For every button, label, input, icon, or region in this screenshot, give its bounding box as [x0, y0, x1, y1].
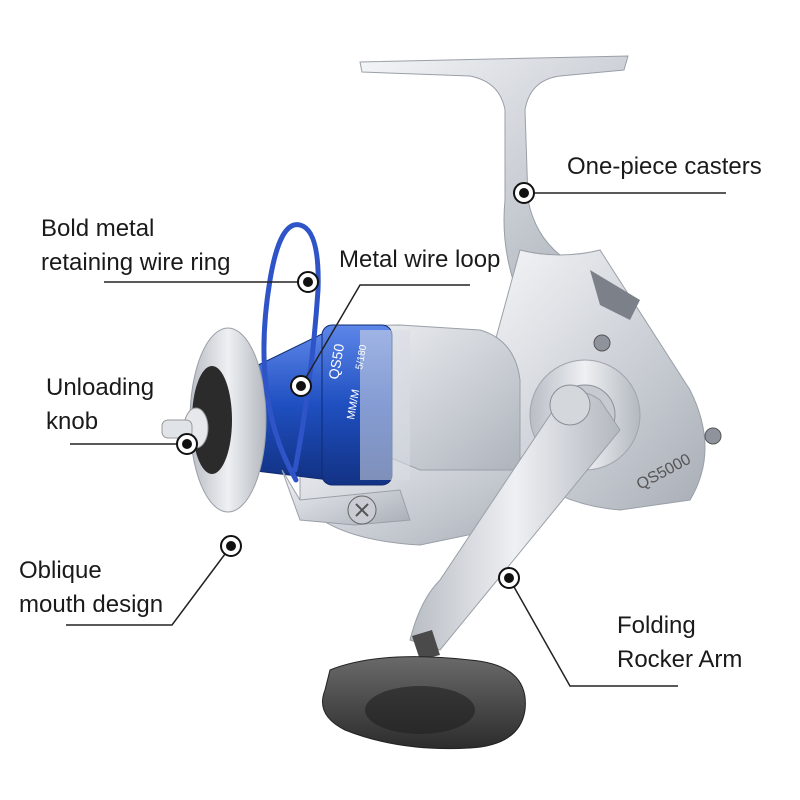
unloading-knob-dot	[176, 433, 198, 455]
spool-capacity-info: 5/180	[354, 344, 369, 371]
oblique-mouth-label-line2: mouth design	[19, 591, 164, 618]
retaining-ring-label-line1: Bold metal	[41, 215, 155, 242]
wire-loop-label-text: Metal wire loop	[339, 246, 501, 273]
unloading-knob-label-line1: Unloading	[46, 374, 155, 401]
casters-dot	[513, 182, 535, 204]
rocker-arm-label-line2: Rocker Arm	[617, 646, 743, 673]
rocker-arm-label-line1: Folding	[617, 612, 696, 639]
rocker-arm-label: Folding Rocker Arm	[617, 609, 742, 677]
unloading-knob-label-line2: knob	[46, 408, 99, 435]
retaining-ring-label: Bold metal retaining wire ring	[41, 212, 230, 280]
retaining-ring-label-line2: retaining wire ring	[41, 249, 231, 276]
wire-loop-label: Metal wire loop	[339, 243, 500, 277]
retaining-ring-dot	[297, 271, 319, 293]
callout-lines	[66, 192, 726, 687]
oblique-mouth-label-line1: Oblique	[19, 557, 102, 584]
bail-wire	[261, 222, 321, 483]
spool: QS50 MM/M 5/180	[247, 324, 410, 486]
crank-handle	[322, 384, 621, 750]
oblique-mouth-dot	[220, 535, 242, 557]
spool-line-info: MM/M	[345, 388, 362, 420]
casters-label-text: One-piece casters	[567, 153, 762, 180]
wire-loop-line	[300, 284, 470, 387]
oblique-mouth-line	[66, 545, 232, 626]
wire-loop-dot	[290, 375, 312, 397]
rocker-arm-dot	[498, 567, 520, 589]
rocker-arm-line	[508, 577, 678, 687]
bail-arm	[281, 469, 411, 526]
spool-marking: QS50	[325, 342, 347, 380]
callout-dots	[176, 182, 535, 589]
spool-front	[161, 327, 267, 513]
casters-label: One-piece casters	[567, 150, 762, 184]
oblique-mouth-label: Oblique mouth design	[19, 554, 163, 622]
unloading-knob-label: Unloading knob	[46, 371, 154, 439]
